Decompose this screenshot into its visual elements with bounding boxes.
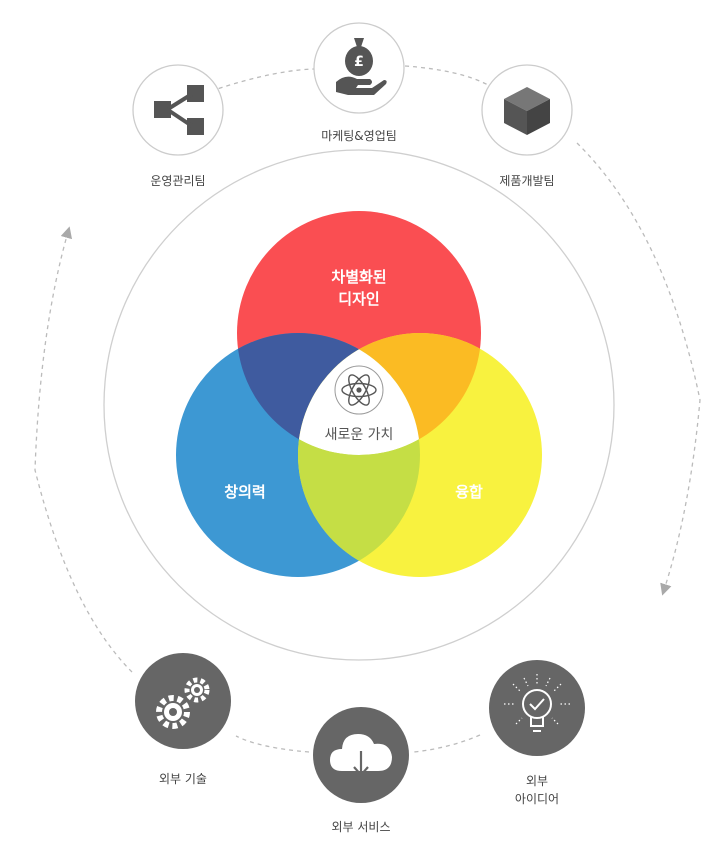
arc-bottom-right <box>413 734 481 753</box>
external-label-idea: 외부 아이디어 <box>477 772 597 808</box>
external-label-idea-line1: 외부 <box>525 774 549 788</box>
share-icon <box>154 85 204 135</box>
arc-left <box>34 226 133 673</box>
venn-diagram <box>176 211 542 577</box>
venn-center-label: 새로운 가치 <box>324 427 394 443</box>
team-label-operations: 운영관리팀 <box>150 174 206 188</box>
venn-label-creativity: 창의력 <box>224 483 266 501</box>
venn-label-design-line1: 차별화된 <box>331 268 387 286</box>
money-bag-icon: £ <box>336 38 387 95</box>
gears-icon <box>156 677 210 729</box>
venn-label-design: 차별화된 디자인 <box>309 266 409 310</box>
svg-text:£: £ <box>354 54 364 70</box>
team-label-marketing-sales: 마케팅&영업팀 <box>321 129 397 143</box>
outer-cycle-arrows <box>34 65 701 753</box>
external-node-idea <box>489 660 585 756</box>
box-icon <box>504 87 550 135</box>
external-label-idea-line2: 아이디어 <box>514 792 560 806</box>
lightbulb-icon <box>504 674 570 732</box>
team-label-product-dev: 제품개발팀 <box>499 174 555 188</box>
arc-top-right <box>404 65 489 86</box>
arc-bottom-left <box>235 735 310 753</box>
team-node-operations <box>132 64 224 156</box>
team-node-product-dev <box>481 64 573 156</box>
cloud-download-icon <box>330 734 392 777</box>
arc-right <box>576 142 701 596</box>
team-node-marketing-sales: £ <box>313 22 405 114</box>
atom-icon <box>334 365 384 415</box>
venn-label-design-line2: 디자인 <box>338 290 380 308</box>
arc-top <box>210 68 323 92</box>
external-node-tech <box>135 653 231 749</box>
external-node-service <box>313 707 409 803</box>
external-label-tech: 외부 기술 <box>159 772 207 786</box>
external-label-service: 외부 서비스 <box>331 820 391 834</box>
inner-boundary-circle <box>103 149 615 661</box>
venn-label-convergence: 융합 <box>455 483 483 501</box>
